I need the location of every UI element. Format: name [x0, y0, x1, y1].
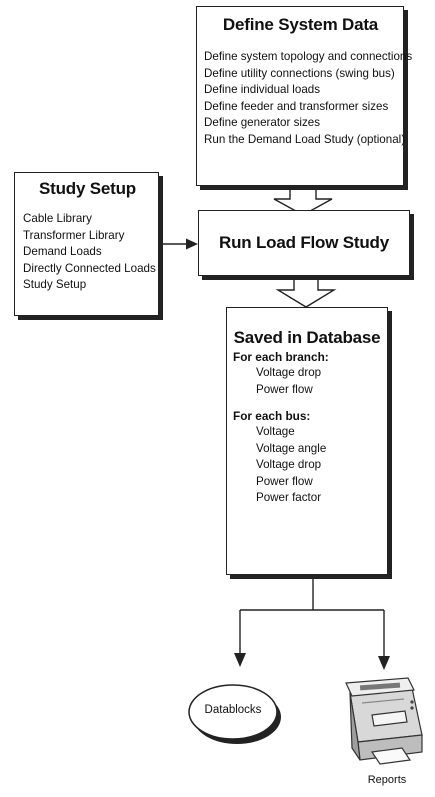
list-item: Define generator sizes — [204, 116, 320, 129]
datablocks-oval — [188, 684, 278, 740]
saved-in-database-box: Saved in Database For each branch: Volta… — [226, 307, 388, 575]
block-arrow-run-to-saved — [275, 275, 337, 308]
define-system-data-list: Define system topology and connections D… — [204, 49, 413, 148]
saved-in-database-title: Saved in Database — [233, 328, 381, 347]
list-item: Voltage drop — [256, 366, 322, 379]
list-item: Demand Loads — [23, 245, 102, 258]
list-item: Voltage angle — [256, 441, 327, 455]
branch-heading: For each branch: — [233, 350, 329, 364]
study-setup-box: Study Setup Cable Library Transformer Li… — [14, 172, 159, 316]
block-arrow-define-to-run — [273, 184, 333, 216]
list-item: Study Setup — [23, 278, 87, 291]
list-item: Power flow — [256, 474, 313, 488]
printer-icon — [345, 677, 423, 765]
list-item: Power factor — [256, 491, 322, 504]
define-system-data-title: Define System Data — [222, 15, 379, 34]
list-item: Cable Library — [23, 212, 92, 225]
run-load-flow-box: Run Load Flow Study — [198, 210, 410, 276]
list-item: Define individual loads — [204, 83, 321, 96]
reports-label: Reports — [367, 774, 407, 786]
list-item: Power flow — [256, 382, 313, 396]
list-item: Directly Connected Loads — [23, 261, 156, 275]
bus-heading: For each bus: — [233, 409, 311, 423]
study-setup-list: Cable Library Transformer Library Demand… — [23, 211, 156, 294]
arrow-head-datablocks — [234, 653, 246, 667]
arrow-head-reports — [378, 656, 390, 670]
list-item: Voltage drop — [256, 458, 322, 471]
list-item: Voltage — [256, 425, 295, 438]
define-system-data-box: Define System Data Define system topolog… — [196, 6, 413, 186]
list-item: Transformer Library — [23, 228, 125, 242]
list-item: Define system topology and connections — [204, 50, 413, 63]
list-item: Define utility connections (swing bus) — [204, 66, 395, 80]
list-item: Define feeder and transformer sizes — [204, 99, 389, 113]
study-setup-title: Study Setup — [39, 179, 136, 198]
arrow-head-setup-to-run — [186, 238, 198, 250]
run-load-flow-title: Run Load Flow Study — [219, 233, 389, 252]
list-item: Run the Demand Load Study (optional) — [204, 132, 406, 146]
datablocks-label: Datablocks — [204, 704, 262, 716]
